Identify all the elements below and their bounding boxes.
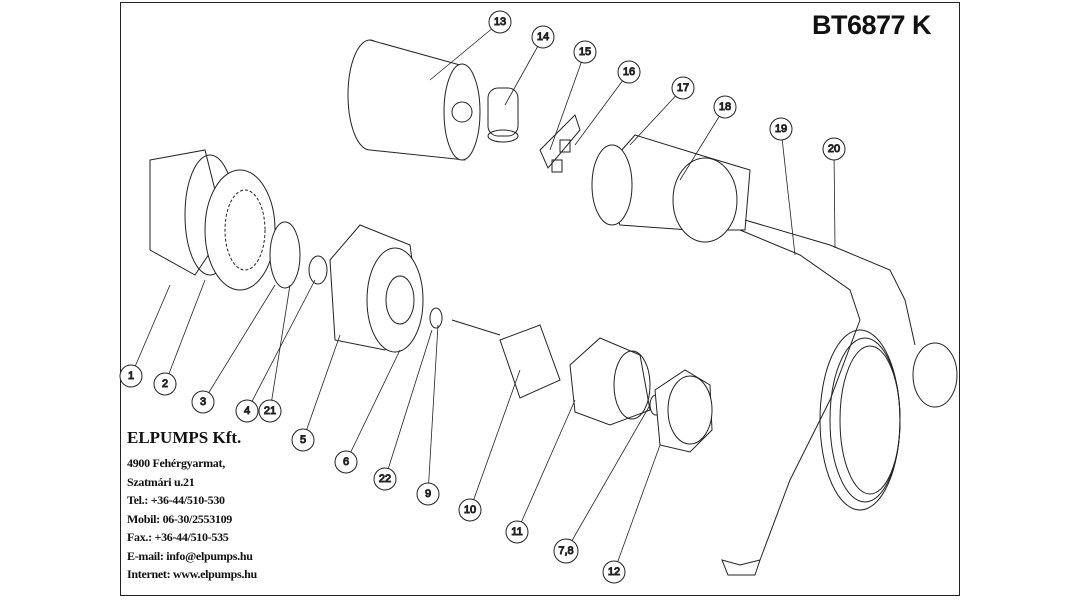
part-label: 22	[373, 467, 397, 491]
svg-text:11: 11	[511, 526, 522, 538]
part-label: 16	[617, 60, 641, 84]
svg-text:21: 21	[264, 405, 276, 417]
svg-text:5: 5	[300, 434, 306, 446]
svg-text:14: 14	[537, 31, 549, 43]
svg-text:4: 4	[244, 405, 250, 417]
part-label: 3	[191, 390, 215, 414]
part-label: 12	[602, 560, 626, 584]
svg-text:10: 10	[464, 504, 476, 516]
company-street: Szatmári u.21	[127, 474, 195, 489]
svg-text:2: 2	[162, 378, 168, 390]
company-info: ELPUMPS Kft. 4900 Fehérgyarmat, Szatmári…	[127, 428, 257, 584]
part-label: 5	[291, 428, 315, 452]
svg-text:9: 9	[425, 488, 431, 500]
part-label: 13	[488, 10, 512, 34]
drawing-frame	[120, 2, 960, 596]
part-label: 11	[505, 520, 529, 544]
part-capacitor	[487, 87, 519, 143]
model-title: BT6877 K	[812, 10, 932, 40]
part-motor-housing	[347, 39, 481, 161]
svg-text:16: 16	[623, 66, 635, 78]
part-label: 2	[153, 372, 177, 396]
part-label: 10	[458, 498, 482, 522]
part-labels: 1 2 3 4 21 5 6 22 9 10 11 7,8 12 13 14 1…	[119, 10, 846, 584]
part-label: 14	[531, 25, 555, 49]
svg-text:20: 20	[828, 143, 840, 155]
company-email: E-mail: info@elpumps.hu	[127, 548, 253, 563]
part-label: 7,8	[553, 538, 579, 564]
part-impeller	[269, 221, 328, 289]
company-mobile: Mobil: 06-30/2553109	[127, 511, 232, 526]
svg-text:6: 6	[343, 456, 349, 468]
part-pump-casing	[329, 224, 443, 353]
svg-text:13: 13	[494, 16, 506, 28]
part-shaft-rotor	[451, 319, 561, 399]
part-label: 17	[671, 76, 695, 100]
company-phone: Tel.: +36-44/510-530	[127, 493, 225, 507]
part-end-cap	[649, 369, 713, 453]
svg-text:12: 12	[608, 566, 620, 578]
part-label: 20	[822, 137, 846, 161]
leader-lines	[130, 21, 836, 573]
part-label: 1	[119, 364, 143, 388]
part-stator	[569, 337, 651, 426]
company-website: Internet: www.elpumps.hu	[127, 567, 257, 581]
part-label: 21	[258, 399, 282, 423]
part-label: 18	[713, 95, 737, 119]
svg-text:7,8: 7,8	[558, 545, 573, 557]
svg-text:22: 22	[379, 473, 391, 485]
part-cable	[721, 219, 958, 576]
part-label: 4	[235, 399, 259, 423]
svg-text:19: 19	[775, 123, 787, 135]
svg-text:17: 17	[677, 82, 689, 94]
svg-text:18: 18	[719, 101, 731, 113]
company-address: 4900 Fehérgyarmat,	[127, 456, 225, 470]
part-plate	[539, 114, 581, 173]
company-fax: Fax.: +36-44/510-535	[127, 530, 229, 544]
company-name: ELPUMPS Kft.	[127, 428, 242, 447]
svg-text:15: 15	[579, 46, 591, 58]
part-label: 15	[573, 40, 597, 64]
svg-text:1: 1	[128, 370, 134, 382]
svg-text:3: 3	[200, 396, 206, 408]
part-label: 9	[416, 482, 440, 506]
part-label: 19	[769, 117, 793, 141]
part-label: 6	[334, 450, 358, 474]
part-motor-cover	[591, 134, 751, 243]
part-strainer	[204, 169, 276, 291]
